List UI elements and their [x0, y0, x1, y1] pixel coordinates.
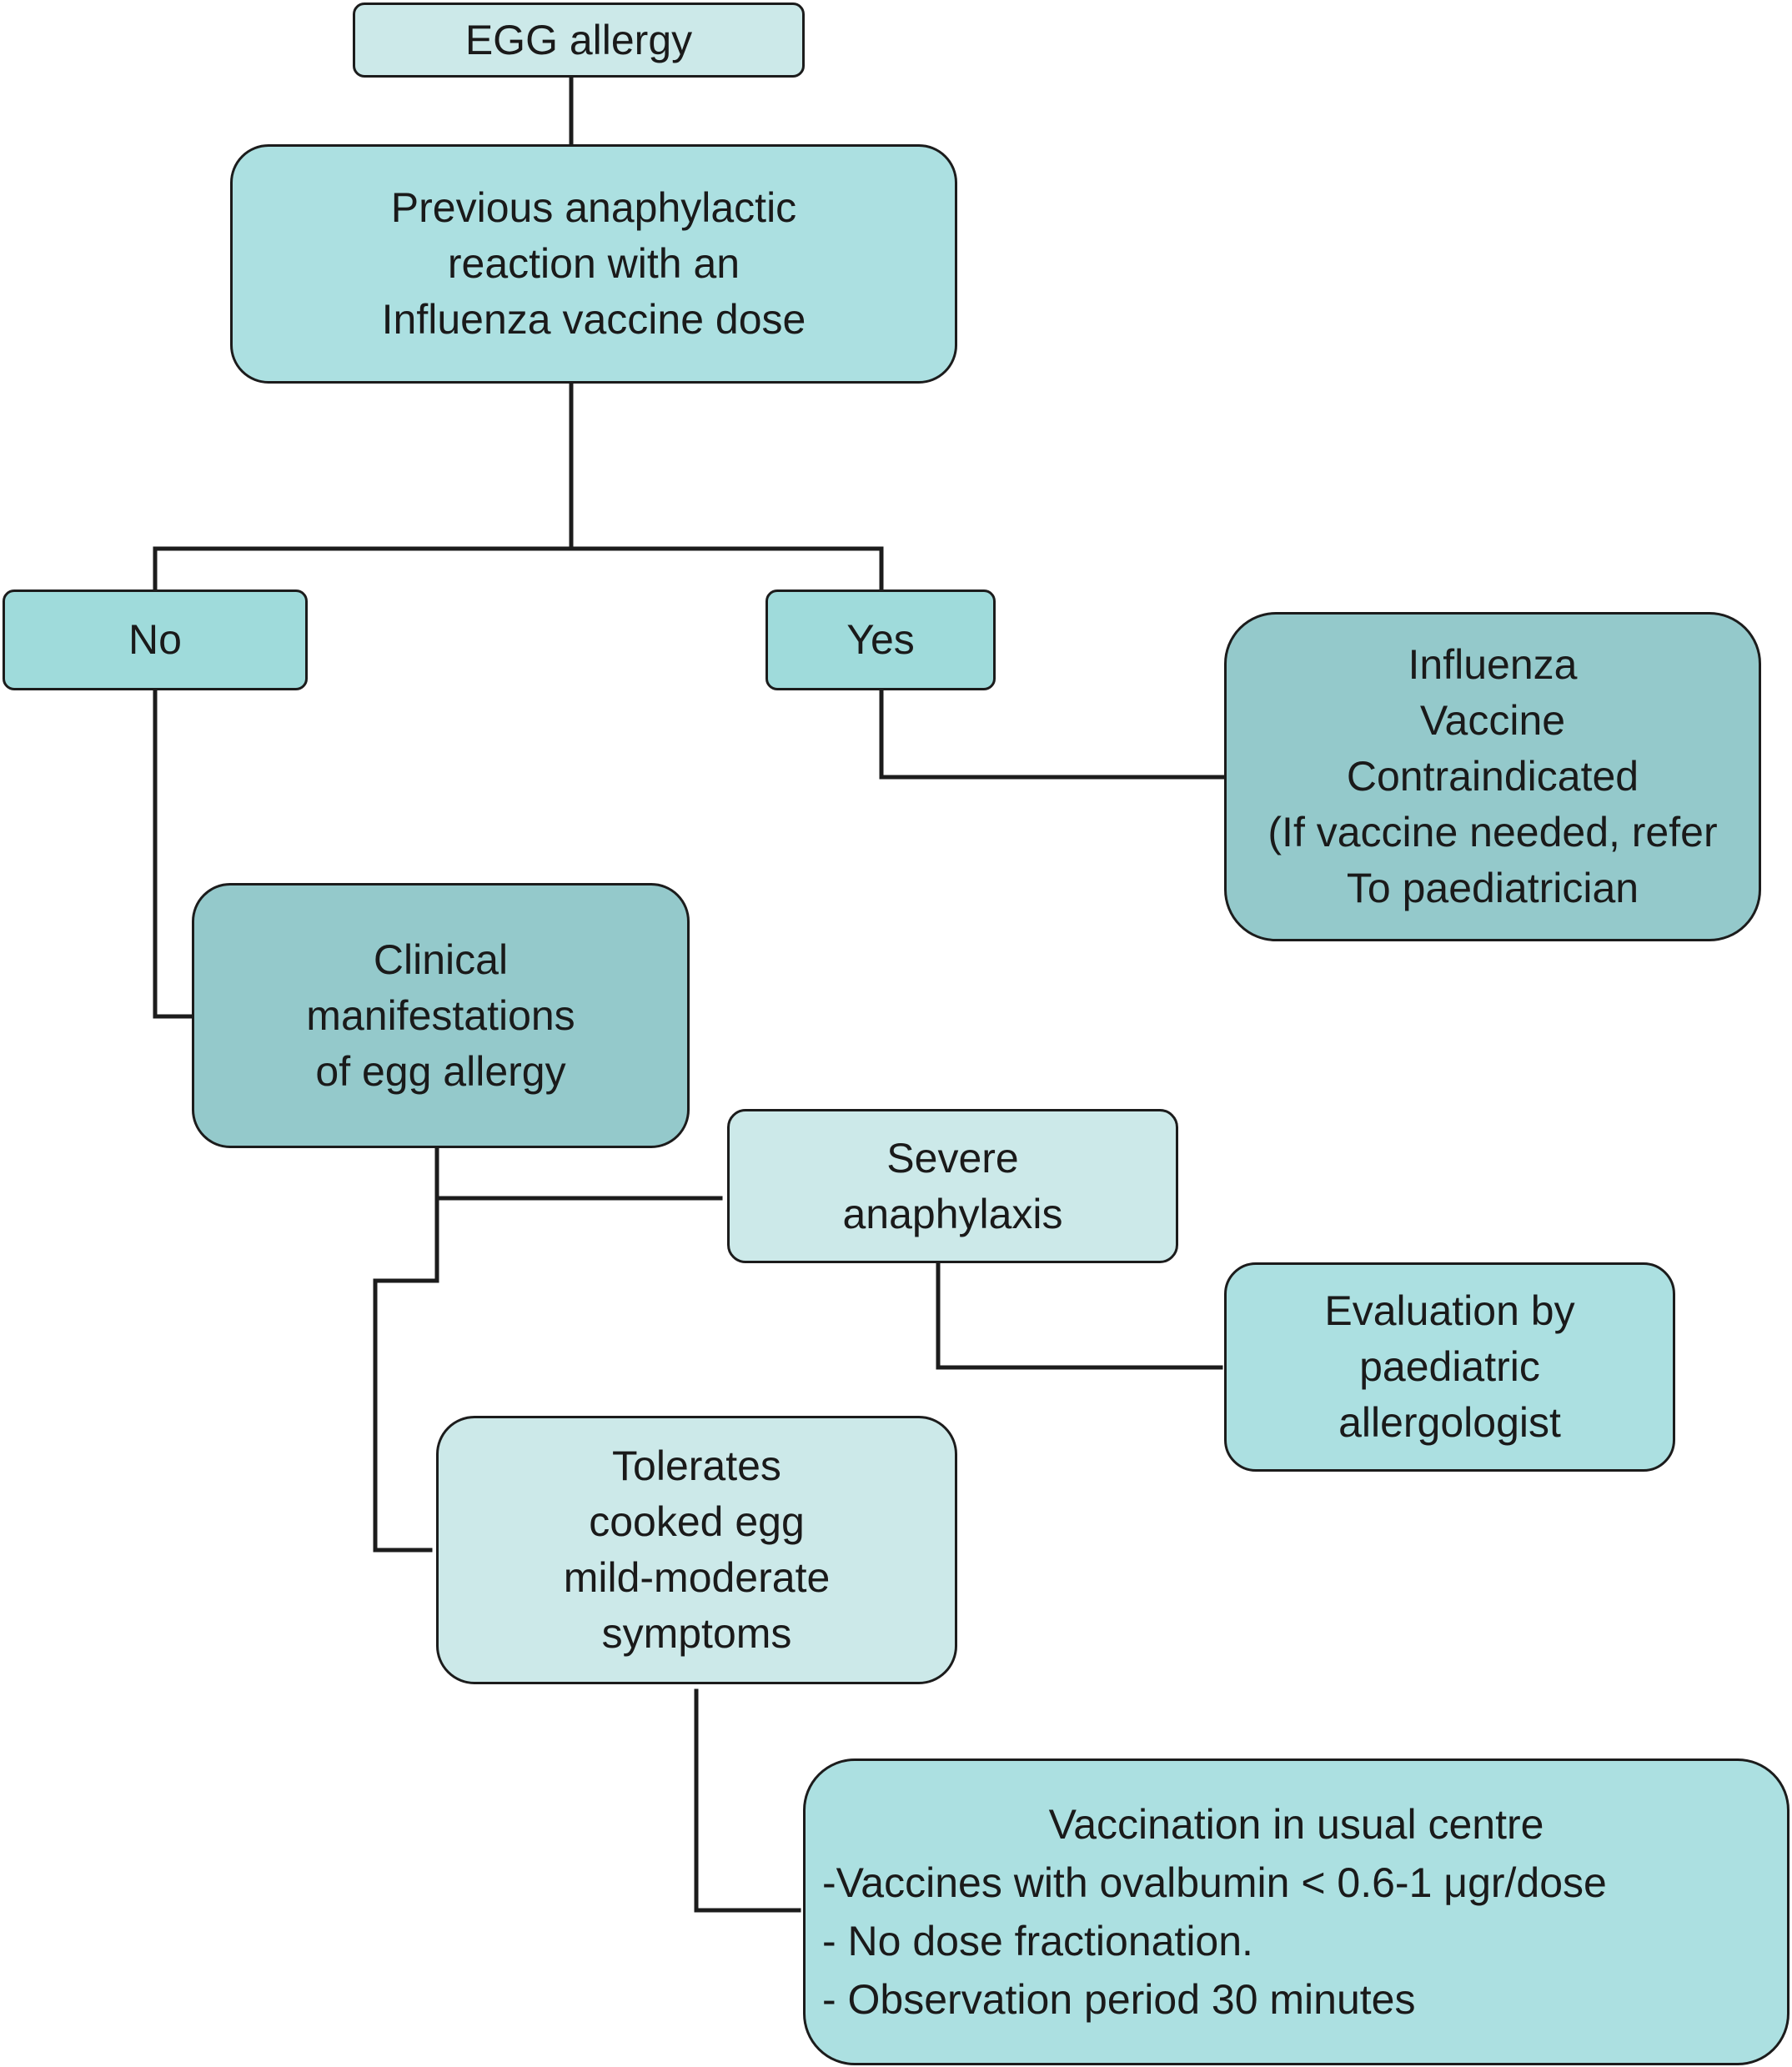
- node-contra-line-4: (If vaccine needed, refer: [1267, 809, 1718, 855]
- node-contra-line-2: Vaccine: [1419, 697, 1566, 744]
- node-tolerates-line-2: cooked egg: [589, 1498, 805, 1545]
- node-clinical-manifestations: Clinical manifestations of egg allergy: [192, 883, 690, 1148]
- node-vacc-item-observation: - Observation period 30 minutes: [822, 1976, 1416, 2023]
- node-vacc-heading: Vaccination in usual centre: [1048, 1801, 1544, 1848]
- node-egg-allergy: EGG allergy: [353, 3, 805, 78]
- node-evaluation-allergologist: Evaluation by paediatric allergologist: [1224, 1262, 1675, 1472]
- node-clinical-line-2: manifestations: [306, 991, 575, 1039]
- node-eval-line-3: allergologist: [1338, 1399, 1561, 1446]
- node-vacc-item-fractionation: - No dose fractionation.: [822, 1918, 1253, 1964]
- node-previous-line-3: Influenza vaccine dose: [381, 296, 806, 343]
- node-contra-line-1: Influenza: [1408, 641, 1578, 688]
- node-tolerates-line-3: mild-moderate: [563, 1554, 831, 1601]
- node-no-text: No: [128, 616, 182, 663]
- edge-severe-to-evaluation: [936, 1261, 1223, 1370]
- edge-tolerates-to-vaccination: [694, 1688, 801, 1913]
- edge-yes-to-contraindicated: [879, 688, 1227, 780]
- node-contra-line-3: Contraindicated: [1346, 753, 1639, 800]
- node-vaccine-contraindicated: Influenza Vaccine Contraindicated (If va…: [1224, 612, 1761, 941]
- node-severe-line-1: Severe: [886, 1134, 1019, 1182]
- node-vacc-item-ovalbumin: -Vaccines with ovalbumin < 0.6-1 μgr/dos…: [822, 1859, 1607, 1906]
- node-clinical-line-1: Clinical: [373, 936, 509, 983]
- edge-no-to-clinical: [153, 688, 194, 1019]
- edge-clinical-to-severe: [434, 1146, 723, 1201]
- node-eval-line-1: Evaluation by: [1324, 1287, 1575, 1334]
- node-previous-anaphylactic-reaction: Previous anaphylactic reaction with an I…: [230, 144, 957, 384]
- node-tolerates-line-4: symptoms: [601, 1610, 792, 1657]
- edge-branch-to-no: [153, 546, 884, 592]
- node-clinical-line-3: of egg allergy: [315, 1047, 566, 1095]
- node-egg-allergy-text: EGG allergy: [464, 16, 693, 63]
- node-tolerates-line-1: Tolerates: [612, 1442, 781, 1489]
- node-no: No: [3, 589, 308, 690]
- node-previous-line-1: Previous anaphylactic: [390, 184, 797, 231]
- node-contra-line-5: To paediatrician: [1346, 865, 1639, 911]
- node-severe-line-2: anaphylaxis: [842, 1190, 1063, 1237]
- node-yes-text: Yes: [846, 616, 915, 663]
- node-previous-line-2: reaction with an: [447, 240, 740, 287]
- node-severe-anaphylaxis: Severe anaphylaxis: [727, 1109, 1178, 1263]
- node-vaccination-usual-centre: Vaccination in usual centre -Vaccines wi…: [803, 1758, 1789, 2065]
- node-tolerates-cooked-egg: Tolerates cooked egg mild-moderate sympt…: [436, 1416, 957, 1684]
- node-yes: Yes: [765, 589, 996, 690]
- edge-clinical-to-tolerates: [373, 1196, 439, 1553]
- node-eval-line-2: paediatric: [1359, 1343, 1540, 1390]
